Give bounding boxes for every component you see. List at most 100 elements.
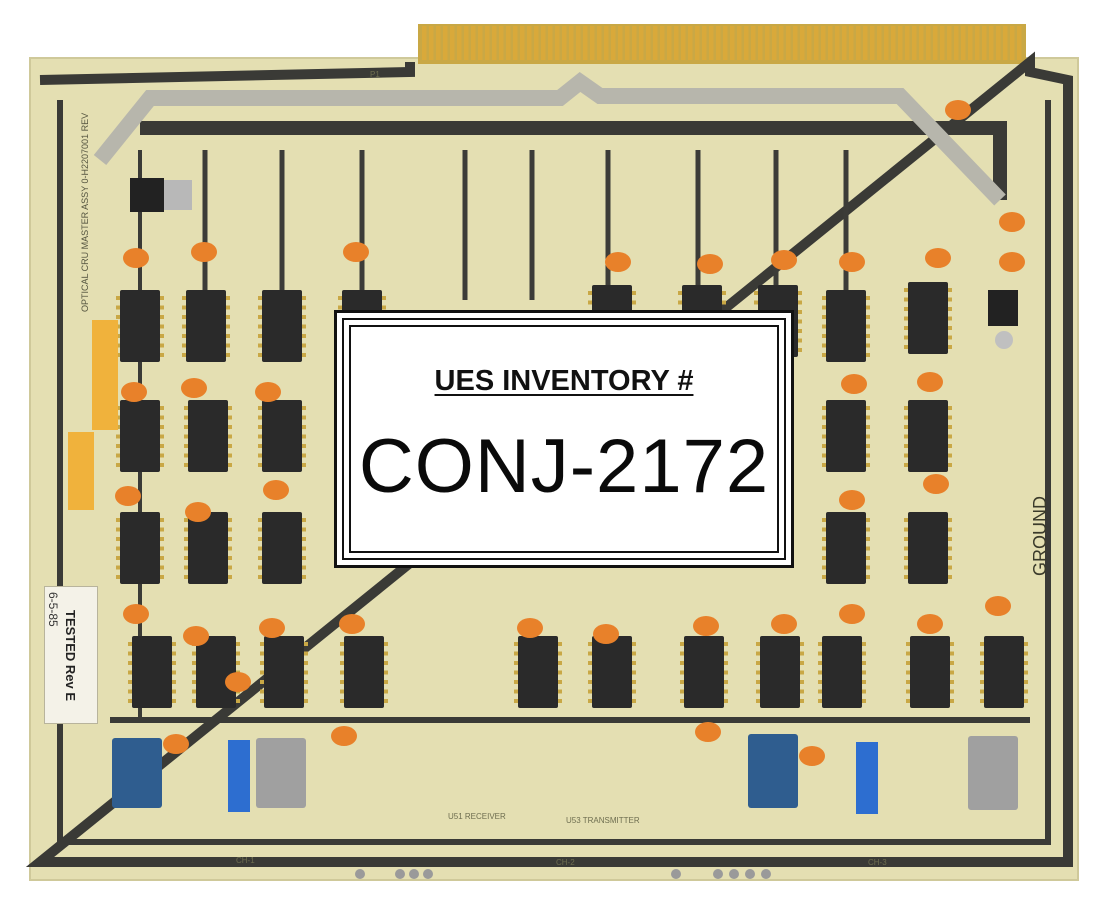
capacitor [693,616,719,636]
ic-pin [172,661,176,665]
ic-chip [262,400,302,472]
ic-pin [948,288,952,292]
ic-pin [128,699,132,703]
capacitor [839,252,865,272]
assembly-silkscreen: OPTICAL CRU MASTER ASSY 0-H2207001 REV [80,112,90,312]
ic-pin [1024,670,1028,675]
ch3-silkscreen: CH-3 [868,858,887,867]
ic-pin [302,453,306,458]
ground-trace-outer [25,51,1073,867]
gold-finger [989,26,994,60]
ic-pin [1024,689,1028,694]
gold-finger [940,26,945,60]
ic-pin [160,425,164,429]
power-bus [93,72,1006,206]
ic-pin [754,300,758,305]
ic-pin [340,651,344,656]
ic-pin [980,689,984,694]
ic-pin [904,345,908,349]
ic-pin [160,324,164,329]
gold-finger [877,26,882,60]
gold-finger [947,26,952,60]
tested-stamp: TESTED Rev E [63,610,78,702]
ic-pin [822,296,826,300]
ic-pin [226,305,230,310]
ic-pin [800,651,804,656]
capacitor [259,618,285,638]
ic-pin [258,334,262,338]
gold-finger [499,26,504,60]
ic-pin [304,670,308,675]
ic-pin [302,546,306,551]
gold-finger [870,26,875,60]
ic-pin [756,661,760,665]
ic-pin [160,444,164,448]
ic-pin [798,291,802,295]
ic-pin [304,680,308,684]
gold-finger [632,26,637,60]
ic-pin [680,670,684,675]
ic-pin [116,453,120,458]
ic-pin [260,699,264,703]
ic-pin [228,453,232,458]
ic-pin [822,353,826,357]
fiber-connector-2 [256,738,306,808]
ic-pin [302,518,306,522]
ic-pin [302,406,306,410]
ic-pin [182,353,186,357]
ic-pin [818,699,822,703]
ic-pin [948,345,952,349]
ic-pin [822,415,826,420]
ic-pin [862,651,866,656]
ic-pin [722,291,726,295]
ic-pin [228,527,232,532]
ic-pin [632,300,636,305]
capacitor [225,672,251,692]
gold-finger [737,26,742,60]
ic-pin [822,546,826,551]
ic-pin [514,661,518,665]
ic-pin [302,334,306,338]
ic-pin [862,699,866,703]
ic-pin [818,642,822,646]
ic-pin [678,300,682,305]
ic-pin [906,689,910,694]
ch1-silkscreen: CH-1 [236,856,255,865]
ic-pin [258,575,262,579]
ic-pin [514,642,518,646]
ic-pin [172,680,176,684]
ic-pin [822,518,826,522]
capacitor [799,746,825,766]
ic-pin [160,537,164,541]
ic-pin [384,680,388,684]
ic-pin [160,334,164,338]
ic-pin [258,343,262,348]
ic-pin [904,425,908,429]
ic-chip [264,636,304,708]
ic-pin [182,324,186,329]
ic-pin [866,556,870,560]
ic-pin [904,575,908,579]
gold-finger [954,26,959,60]
gold-finger [548,26,553,60]
gold-finger [541,26,546,60]
ic-pin [904,406,908,410]
capacitor [771,614,797,634]
ic-pin [226,324,230,329]
ic-pin [822,343,826,348]
ic-pin [184,565,188,570]
ic-pin [260,670,264,675]
ic-pin [182,305,186,310]
ic-pin [258,565,262,570]
ic-pin [258,324,262,329]
ic-pin [678,291,682,295]
ic-pin [866,537,870,541]
ic-pin [184,546,188,551]
gold-finger [618,26,623,60]
ic-pin [260,642,264,646]
fiber-connector-1 [112,738,162,808]
capacitor [925,248,951,268]
ic-pin [304,651,308,656]
ic-pin [800,699,804,703]
ic-pin [182,343,186,348]
